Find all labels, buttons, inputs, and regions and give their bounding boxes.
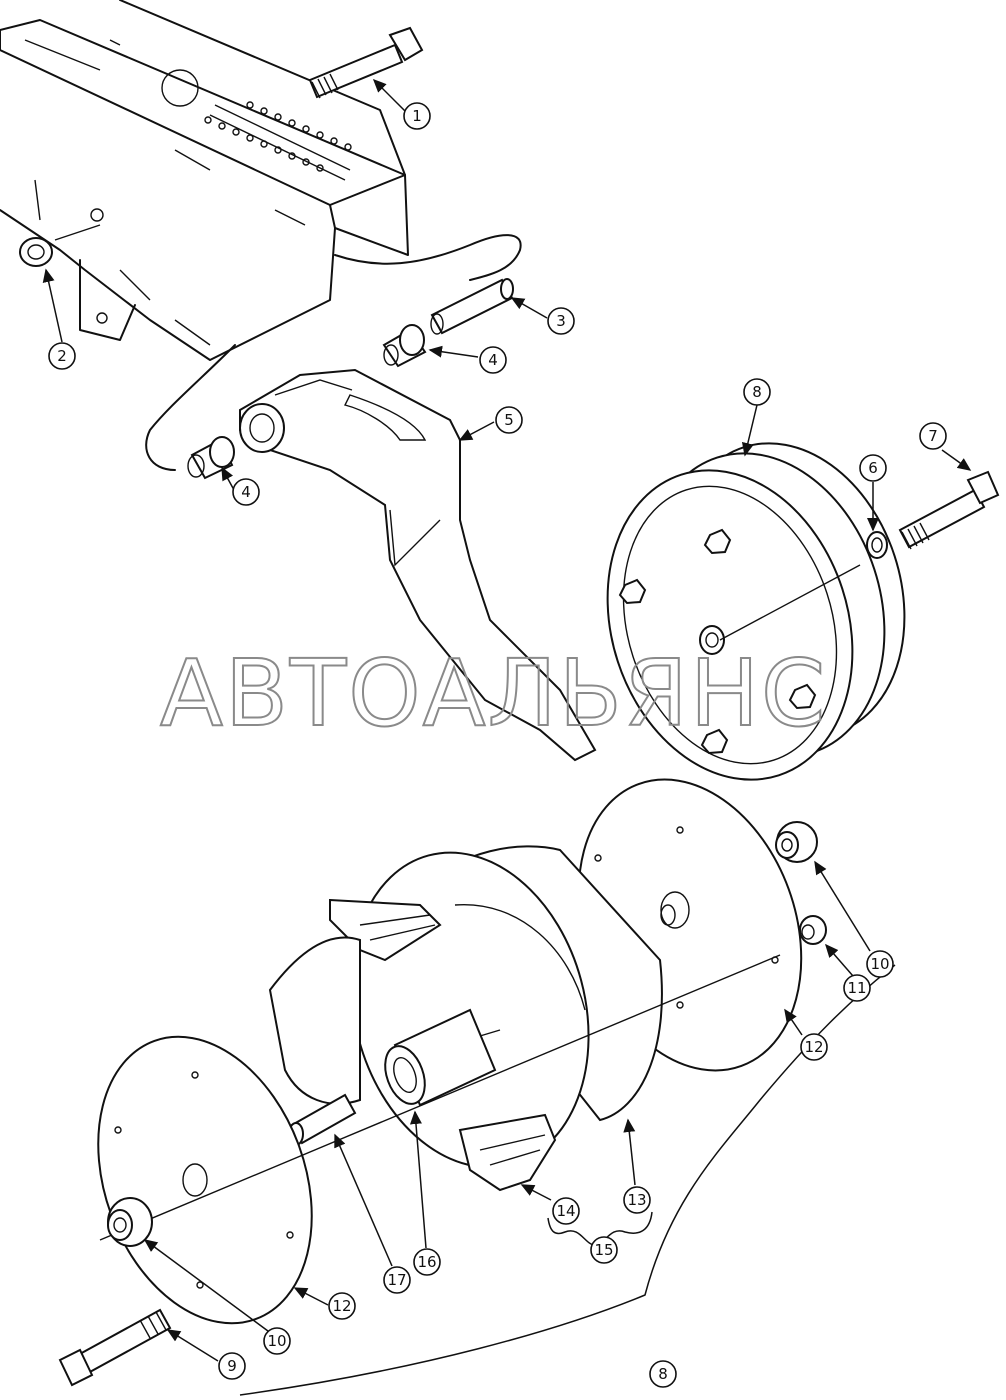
nut-part-2 — [19, 237, 53, 267]
svg-text:10: 10 — [267, 1332, 286, 1350]
bolt-part-7 — [898, 470, 1000, 550]
svg-text:6: 6 — [868, 459, 878, 477]
washer-part-6 — [866, 531, 888, 559]
svg-text:2: 2 — [57, 347, 67, 365]
bearing-part-10-right — [775, 821, 818, 863]
svg-text:14: 14 — [556, 1202, 575, 1220]
svg-text:15: 15 — [594, 1241, 613, 1259]
nut-part-11 — [799, 915, 827, 945]
callout-17: 17 — [383, 1266, 411, 1294]
svg-text:10: 10 — [870, 955, 889, 973]
callout-15: 15 — [590, 1236, 618, 1264]
callout-2: 2 — [48, 342, 76, 370]
scraper-part-14 — [268, 898, 557, 1192]
svg-text:4: 4 — [241, 483, 251, 501]
watermark-text: АВТОАЛЬЯНС — [160, 640, 827, 747]
svg-text:12: 12 — [332, 1297, 351, 1315]
svg-text:8: 8 — [658, 1365, 668, 1383]
callout-8-upper: 8 — [743, 378, 771, 406]
frame-beam — [0, 0, 522, 471]
callout-5: 5 — [495, 406, 523, 434]
svg-text:13: 13 — [627, 1191, 646, 1209]
callout-9: 9 — [218, 1352, 246, 1380]
bolt-part-9 — [58, 1308, 172, 1387]
callout-10-right: 10 — [866, 950, 894, 978]
callout-1: 1 — [403, 102, 431, 130]
callout-12-right: 12 — [800, 1033, 828, 1061]
svg-text:7: 7 — [928, 427, 938, 445]
callout-16: 16 — [413, 1248, 441, 1276]
leader-lines — [42, 78, 972, 1362]
svg-text:3: 3 — [556, 312, 566, 330]
arm-part-5 — [239, 368, 597, 762]
callout-12-left: 12 — [328, 1292, 356, 1320]
svg-text:8: 8 — [752, 383, 762, 401]
pin-part-3 — [430, 278, 514, 335]
svg-text:4: 4 — [488, 351, 498, 369]
callout-4-upper: 4 — [479, 346, 507, 374]
callout-4-lower: 4 — [232, 478, 260, 506]
callout-6: 6 — [859, 454, 887, 482]
svg-text:1: 1 — [412, 107, 422, 125]
callout-3: 3 — [547, 307, 575, 335]
bolt-part-1 — [308, 26, 424, 99]
svg-text:16: 16 — [417, 1253, 436, 1271]
callout-8-lower: 8 — [649, 1360, 677, 1388]
callout-10-left: 10 — [263, 1327, 291, 1355]
callout-7: 7 — [919, 422, 947, 450]
bushing-part-4-lower — [187, 436, 235, 480]
svg-text:5: 5 — [504, 411, 514, 429]
callout-11: 11 — [843, 974, 871, 1002]
tube-part-16 — [384, 1008, 497, 1107]
bushing-part-4-upper — [382, 324, 427, 368]
callout-13: 13 — [623, 1186, 651, 1214]
callout-14: 14 — [552, 1197, 580, 1225]
bearing-part-10-left — [107, 1197, 153, 1247]
svg-text:9: 9 — [227, 1357, 237, 1375]
svg-text:17: 17 — [387, 1271, 406, 1289]
wheel-assembly-part-8 — [606, 442, 906, 781]
svg-text:11: 11 — [847, 979, 866, 997]
svg-text:12: 12 — [804, 1038, 823, 1056]
